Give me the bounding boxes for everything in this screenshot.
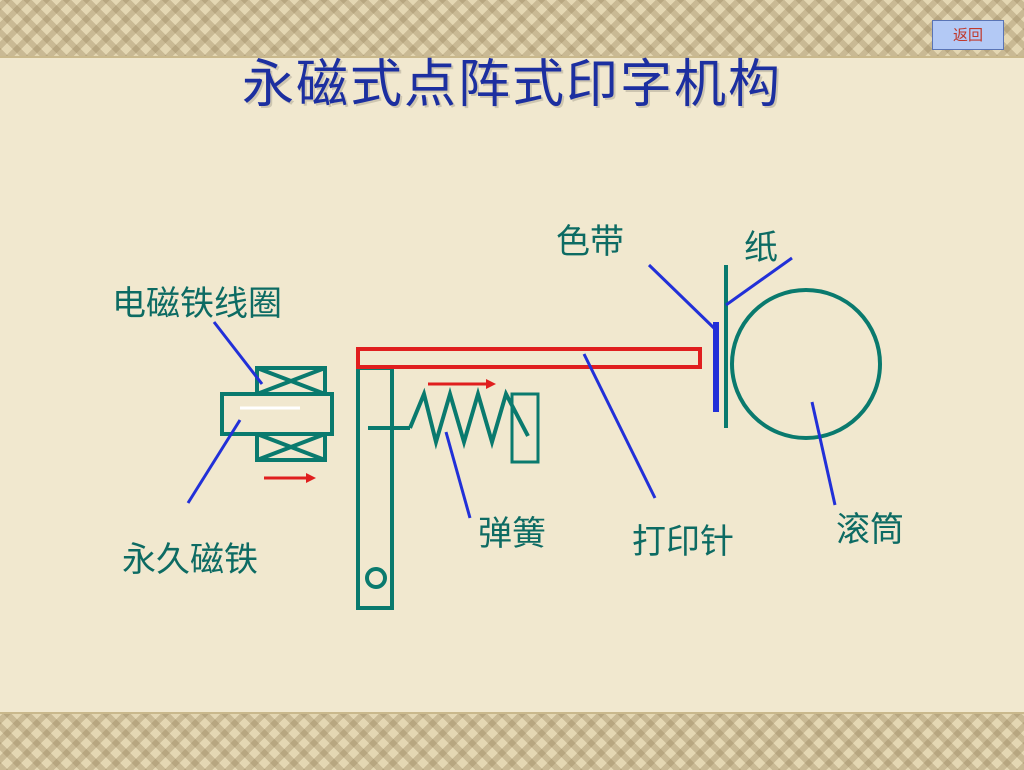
label-magnet: 永久磁铁 [122, 540, 258, 580]
label-paper: 纸 [744, 228, 778, 268]
leader-coil [212, 321, 264, 385]
permanent-magnet [220, 392, 334, 436]
label-spring: 弹簧 [478, 514, 546, 554]
decorative-border-bottom [0, 712, 1024, 770]
leader-paper [725, 256, 793, 307]
back-button[interactable]: 返回 [932, 20, 1004, 50]
leader-spring [444, 431, 472, 519]
spring [408, 386, 530, 450]
label-roller: 滚筒 [836, 510, 904, 550]
spring-stop [510, 392, 540, 464]
pin-direction-arrow [428, 379, 496, 389]
label-pin: 打印针 [632, 522, 734, 562]
leader-pin [582, 353, 657, 499]
leader-roller [810, 401, 837, 506]
leader-lines [186, 256, 837, 519]
print-pin [356, 347, 702, 369]
page-title: 永磁式点阵式印字机构 [241, 55, 782, 115]
platen-roller [730, 288, 882, 440]
electromagnet-coil [255, 366, 327, 462]
magnet-direction-arrow [264, 473, 316, 483]
leader-ribbon [647, 263, 718, 332]
label-ribbon: 色带 [556, 222, 624, 262]
leader-magnet [186, 419, 242, 504]
decorative-border-top [0, 0, 1024, 58]
armature-lever [356, 366, 410, 610]
label-coil: 电磁铁线圈 [112, 284, 282, 324]
